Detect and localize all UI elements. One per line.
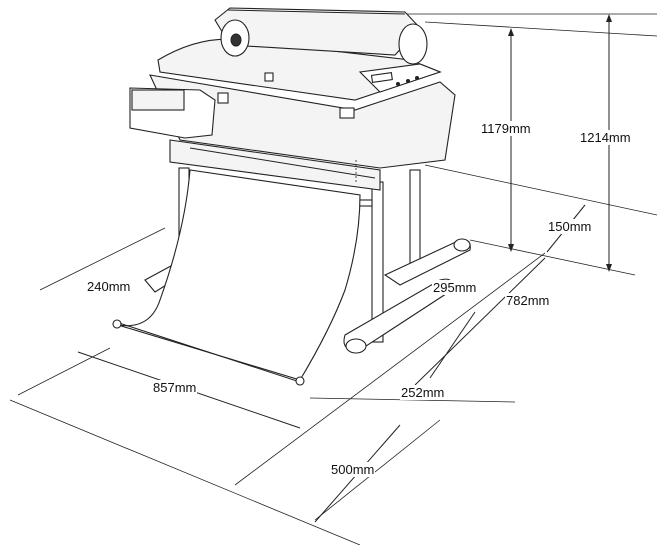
basket-depth-label: 240mm xyxy=(86,279,132,294)
basket-width-label: 857mm xyxy=(152,380,198,395)
reference-lines xyxy=(9,13,657,545)
height-top-label: 1179mm xyxy=(480,121,532,136)
printer-body xyxy=(129,7,456,191)
height-total-label: 1214mm xyxy=(579,130,632,145)
basket-extension-label: 500mm xyxy=(330,462,376,477)
depth-total-label: 782mm xyxy=(505,293,551,308)
foot-depth-label: 295mm xyxy=(432,280,478,295)
paper-basket xyxy=(112,169,361,386)
stand-gap-label: 252mm xyxy=(400,385,446,400)
foot-offset-label: 150mm xyxy=(547,219,593,234)
